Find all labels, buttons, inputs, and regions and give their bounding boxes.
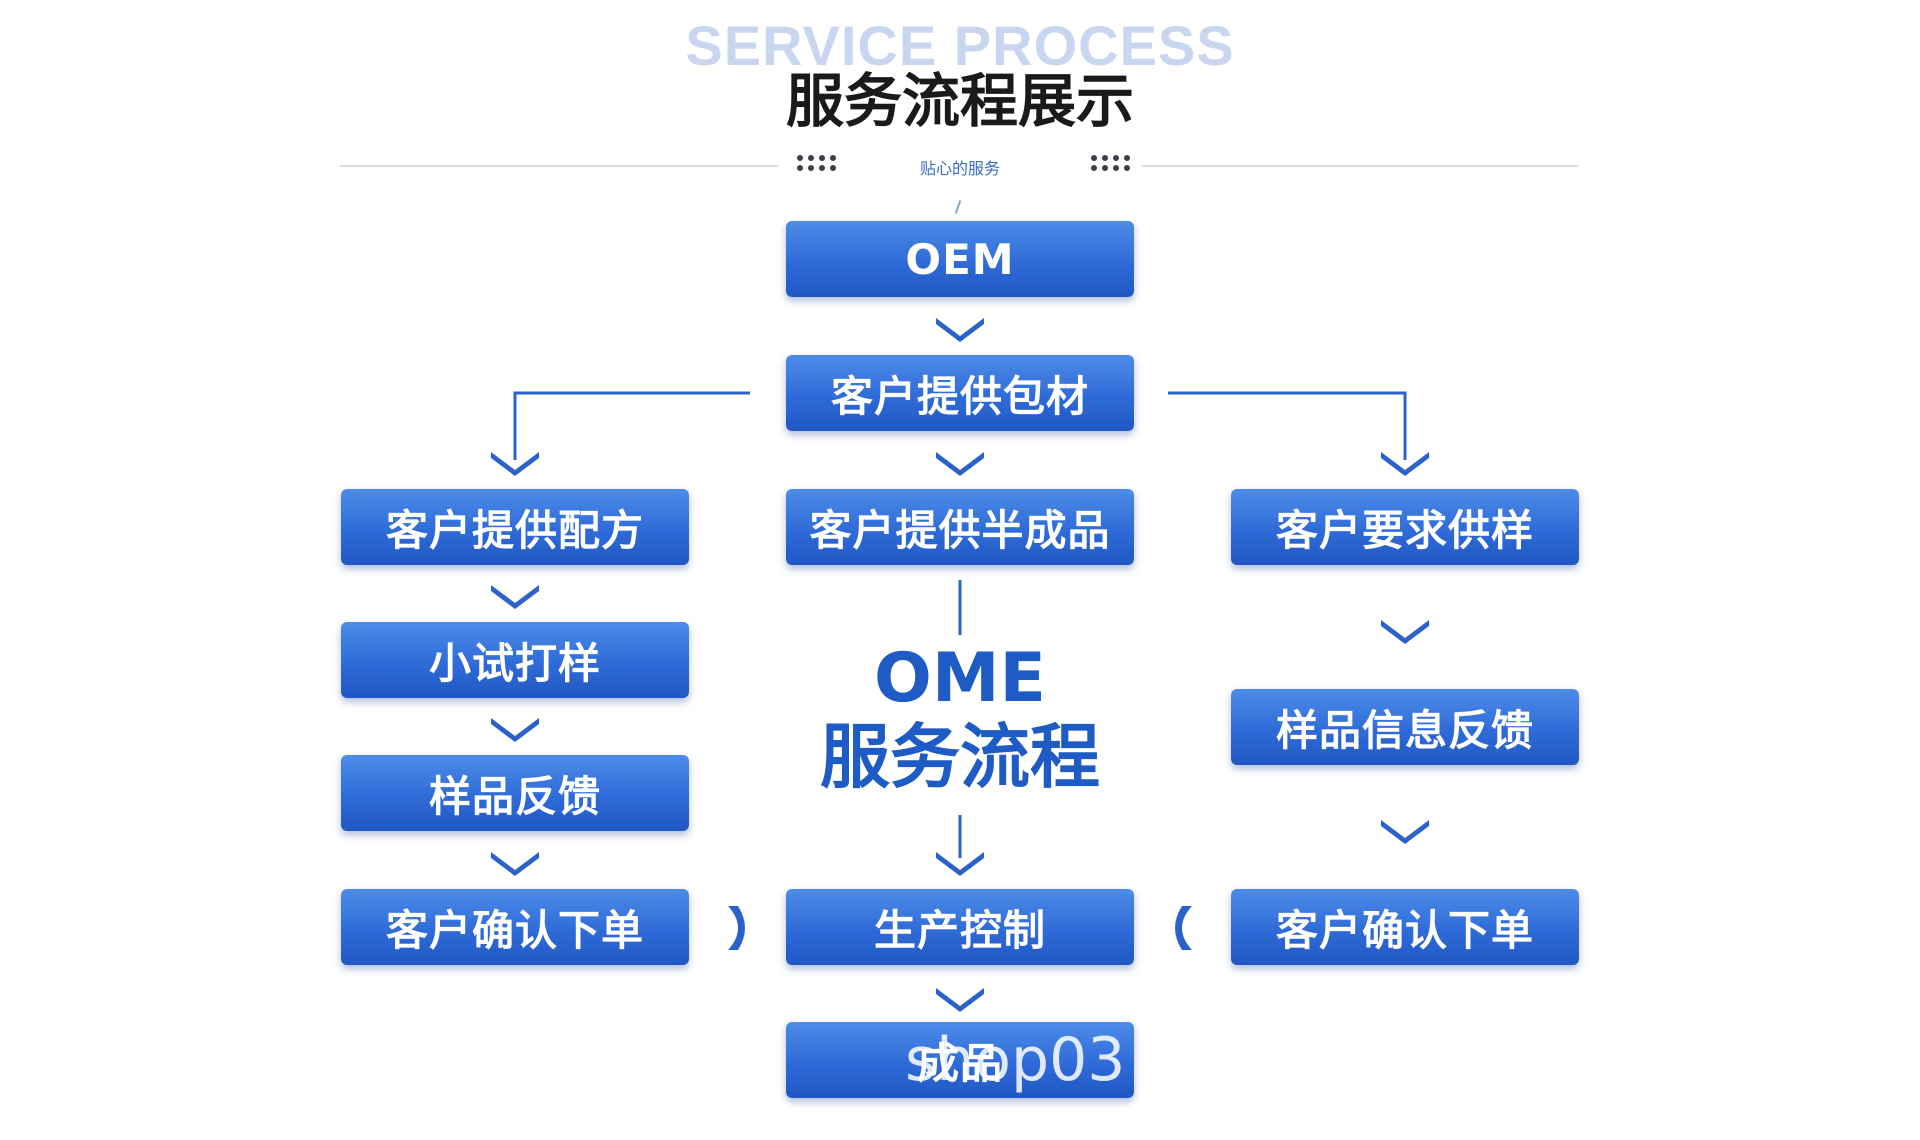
step-trial-sample: 小试打样 (341, 622, 689, 698)
step-provide-semi: 客户提供半成品 (786, 489, 1134, 565)
step-sample-feedback: 样品反馈 (341, 755, 689, 831)
center-label-ome: OME (874, 639, 1046, 718)
step-provide-packaging: 客户提供包材 (786, 355, 1134, 431)
chevron-down-icon (936, 452, 984, 476)
chevron-left-icon (1175, 906, 1192, 950)
divider-left (340, 165, 778, 167)
step-finished-product: 成品 (786, 1022, 1134, 1098)
chevron-down-icon (936, 852, 984, 876)
divider-right (1142, 165, 1578, 167)
chevron-down-icon (491, 718, 539, 742)
slash-mark (954, 200, 962, 214)
dots-icon-left (797, 155, 841, 175)
chevron-down-icon (1381, 452, 1429, 476)
subtitle: 贴心的服务 (919, 159, 1000, 178)
branch-line-right (1168, 391, 1407, 460)
chevron-down-icon (491, 452, 539, 476)
background-title: SERVICE PROCESS (685, 14, 1235, 77)
watermark: shop03 (905, 1025, 1126, 1095)
center-label-process: 服务流程 (820, 716, 1100, 798)
step-provide-formula: 客户提供配方 (341, 489, 689, 565)
dots-icon-right (1091, 155, 1135, 175)
step-confirm-order-left: 客户确认下单 (341, 889, 689, 965)
chevron-down-icon (936, 988, 984, 1012)
chevron-down-icon (491, 852, 539, 876)
step-oem: OEM (786, 221, 1134, 297)
branch-line-left (513, 391, 750, 460)
chevron-down-icon (491, 585, 539, 609)
step-confirm-order-right: 客户确认下单 (1231, 889, 1579, 965)
chevron-down-icon (1381, 620, 1429, 644)
page-title: 服务流程展示 (785, 67, 1134, 135)
chevron-right-icon (728, 906, 745, 950)
chevron-down-icon (936, 318, 984, 342)
step-sample-info-feedback: 样品信息反馈 (1231, 689, 1579, 765)
chevron-down-icon (1381, 820, 1429, 844)
step-request-sample: 客户要求供样 (1231, 489, 1579, 565)
step-production-control: 生产控制 (786, 889, 1134, 965)
